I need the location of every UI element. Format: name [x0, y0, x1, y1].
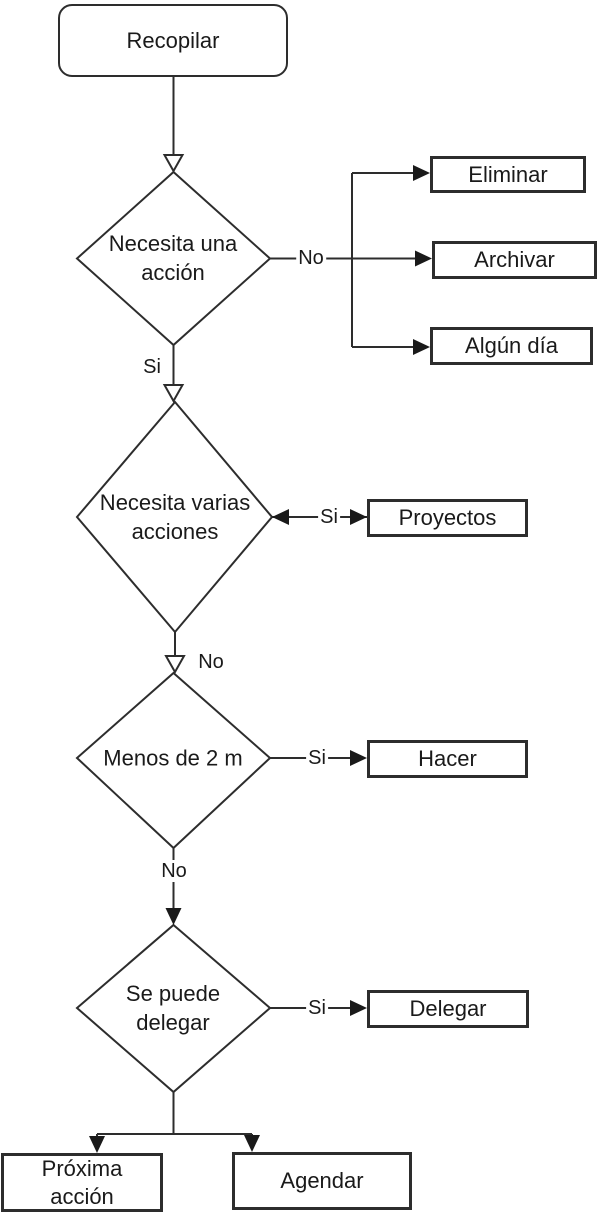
arrowhead-delegar-icon [350, 1000, 367, 1016]
arrowhead-proxima-accion-icon [89, 1136, 105, 1153]
edge-bottom-split [96, 1092, 253, 1140]
arrowhead-se-puede-delegar-icon [165, 908, 182, 925]
node-agendar: Agendar [232, 1152, 412, 1210]
node-proyectos-label: Proyectos [398, 505, 497, 530]
decision-se-puede-delegar [75, 923, 272, 1094]
open-arrowhead-icon [162, 154, 185, 174]
node-archivar: Archivar [432, 241, 597, 279]
open-arrowhead-icon [162, 384, 185, 404]
arrowhead-hacer-icon [350, 750, 367, 766]
node-delegar: Delegar [367, 990, 529, 1028]
arrowhead-eliminar-icon [413, 165, 430, 181]
node-proyectos: Proyectos [367, 499, 528, 537]
edge-label-si-accion: Si [141, 356, 163, 378]
edge-label-si-varias: Si [318, 506, 340, 528]
arrowhead-archivar-icon [415, 250, 432, 267]
node-archivar-label: Archivar [474, 247, 555, 272]
edge-label-no-varias: No [196, 651, 226, 673]
arrowhead-agendar-icon [244, 1135, 260, 1152]
node-eliminar-label: Eliminar [468, 161, 548, 187]
edge-label-no-menos2m: No [159, 860, 189, 882]
arrowhead-algun-dia-icon [413, 339, 430, 355]
edge-label-si-delegar: Si [306, 997, 328, 1019]
arrowhead-proyectos-icon [350, 509, 367, 525]
node-hacer: Hacer [367, 740, 528, 778]
node-algun-dia-label: Algún día [465, 333, 558, 358]
edge-label-no-accion: No [296, 247, 326, 269]
edge-no-branch [270, 172, 417, 348]
node-eliminar: Eliminar [430, 156, 586, 193]
arrowhead-back-to-decision-icon [272, 509, 289, 525]
node-recopilar-label: Recopilar [126, 27, 220, 53]
node-algun-dia: Algún día [430, 327, 593, 365]
node-recopilar: Recopilar [58, 4, 288, 77]
decision-necesita-accion [75, 170, 272, 347]
decision-menos-de-2m [75, 671, 272, 850]
node-proxima-accion: Próxima acción [1, 1153, 163, 1212]
open-arrowhead-icon [164, 655, 186, 675]
node-hacer-label: Hacer [418, 746, 477, 771]
node-delegar-label: Delegar [409, 996, 487, 1021]
node-agendar-label: Agendar [280, 1168, 364, 1193]
decision-necesita-varias [75, 400, 274, 634]
edge-label-si-menos2m: Si [306, 747, 328, 769]
